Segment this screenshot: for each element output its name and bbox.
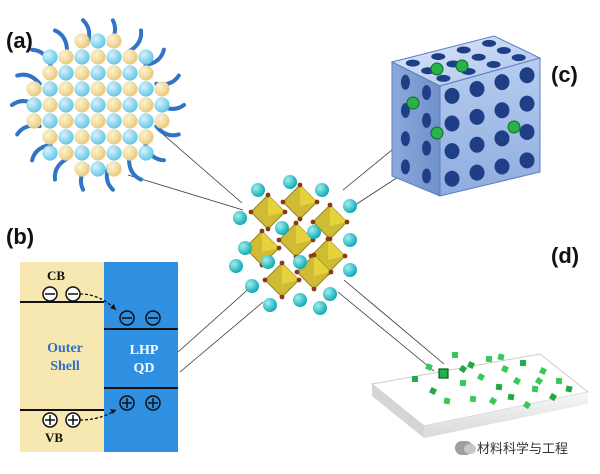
ligand-capped-nanocrystal [10, 18, 186, 192]
watermark-text: 材料科学与工程 [477, 441, 569, 456]
panel-label-a: (a) [6, 28, 33, 53]
wechat-icon [455, 440, 476, 455]
watermark: 材料科学与工程 [455, 438, 568, 457]
outer-shell-label: Outer Shell [22, 340, 108, 376]
lhp-qd-label: LHP QD [112, 342, 176, 378]
panel-label-d: (d) [551, 243, 580, 268]
panel-label-b: (b) [6, 224, 35, 249]
perovskite-lattice [229, 175, 357, 315]
panel-label-c: (c) [551, 62, 578, 87]
valence-band-label: VB [45, 430, 64, 445]
connector-lines [127, 129, 445, 373]
mesoporous-matrix-cube [390, 35, 542, 197]
band-alignment-diagram [20, 262, 178, 452]
outer-shell-line2: Shell [50, 359, 80, 374]
lhp-qd-line1: LHP [129, 343, 159, 358]
conduction-band-label: CB [47, 268, 66, 283]
outer-shell-line1: Outer [47, 341, 83, 356]
substrate-with-nanocubes [370, 351, 590, 438]
lhp-qd-line2: QD [133, 361, 155, 376]
